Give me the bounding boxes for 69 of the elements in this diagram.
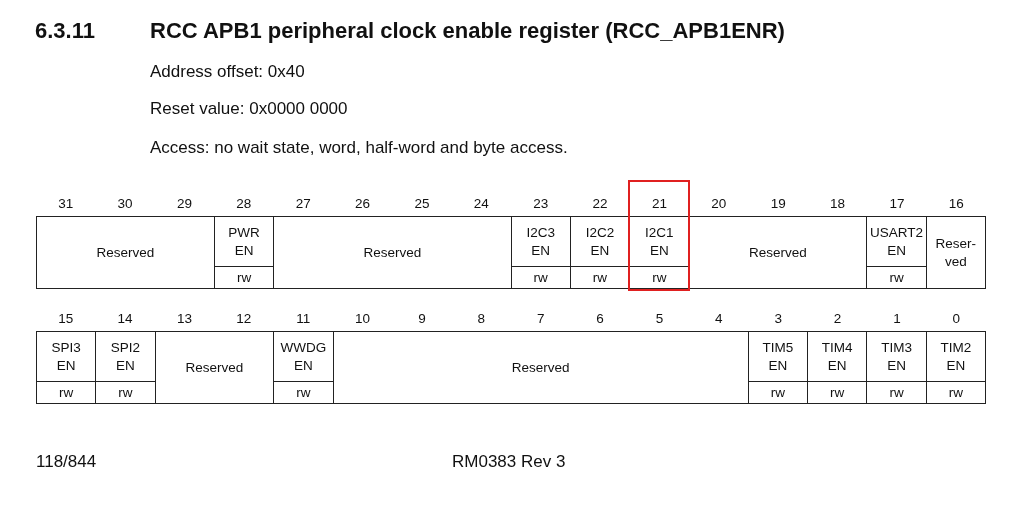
register-cell: SPI2 EN — [96, 332, 156, 382]
register-cell: Reserved — [155, 332, 275, 404]
access-cell: rw — [926, 382, 986, 404]
bit-number: 10 — [355, 310, 371, 326]
bit-number: 29 — [176, 195, 192, 211]
bit-number: 16 — [948, 195, 964, 211]
bit-number: 15 — [58, 310, 74, 326]
bit-number: 26 — [355, 195, 371, 211]
access-cell: rw — [37, 382, 97, 404]
register-cell: I2C3 EN — [511, 217, 571, 267]
bit-number: 25 — [414, 195, 430, 211]
register-cell: I2C2 EN — [570, 217, 631, 267]
access-cell: rw — [867, 267, 927, 289]
access-cell: rw — [96, 382, 156, 404]
bit-number: 14 — [117, 310, 133, 326]
bit-number: 28 — [236, 195, 252, 211]
bit-number: 21 — [651, 195, 667, 211]
register-cell: WWDG EN — [274, 332, 334, 382]
register-cell: TIM5 EN — [748, 332, 809, 382]
bit-number: 30 — [117, 195, 133, 211]
access-cell: rw — [867, 382, 927, 404]
register-cell: TIM2 EN — [926, 332, 986, 382]
bit-number: 7 — [536, 310, 545, 326]
bit-number: 12 — [236, 310, 252, 326]
bit-number: 22 — [592, 195, 608, 211]
register-cell: SPI3 EN — [37, 332, 97, 382]
bit-number: 24 — [473, 195, 489, 211]
bit-number: 27 — [295, 195, 311, 211]
bit-number: 2 — [833, 310, 842, 326]
bit-number: 0 — [952, 310, 961, 326]
access-cell: rw — [511, 267, 571, 289]
bit-number: 1 — [893, 310, 901, 326]
bit-number: 23 — [533, 195, 549, 211]
bit-number: 3 — [774, 310, 782, 326]
register-cell: Reser-ved — [926, 217, 986, 289]
register-cell: PWR EN — [214, 217, 275, 267]
bit-number: 13 — [176, 310, 192, 326]
register-cell: I2C1 EN — [630, 217, 690, 267]
bit-number: 17 — [889, 195, 905, 211]
register-cell: Reserved — [37, 217, 215, 289]
register-cell: TIM3 EN — [867, 332, 927, 382]
bit-number: 5 — [655, 310, 664, 326]
bit-number: 31 — [58, 195, 74, 211]
access-cell: rw — [274, 382, 334, 404]
bit-number: 9 — [418, 310, 426, 326]
bit-number: 20 — [711, 195, 727, 211]
register-cell: TIM4 EN — [808, 332, 868, 382]
bit-number: 8 — [477, 310, 486, 326]
bit-number: 19 — [770, 195, 786, 211]
section-title: RCC APB1 peripheral clock enable register (RCC_APB1ENR) — [150, 18, 785, 44]
access-cell: rw — [630, 267, 690, 289]
bit-number: 11 — [296, 310, 311, 326]
access-cell: rw — [570, 267, 631, 289]
access-cell: rw — [214, 267, 275, 289]
register-cell: Reserved — [333, 332, 749, 404]
document-reference: RM0383 Rev 3 — [452, 452, 566, 472]
register-info: Access: no wait state, word, half-word and byte access. — [150, 138, 568, 158]
register-info: Reset value: 0x0000 0000 — [150, 99, 348, 119]
access-cell: rw — [808, 382, 868, 404]
access-cell: rw — [748, 382, 809, 404]
page-number: 118/844 — [36, 452, 97, 472]
section-number: 6.3.11 — [35, 18, 95, 44]
bit-number: 6 — [596, 310, 604, 326]
register-cell: Reserved — [689, 217, 868, 289]
register-cell: USART2 EN — [867, 217, 927, 267]
bit-number: 4 — [715, 310, 723, 326]
register-cell: Reserved — [274, 217, 512, 289]
bit-number: 18 — [830, 195, 846, 211]
register-info: Address offset: 0x40 — [150, 62, 305, 82]
